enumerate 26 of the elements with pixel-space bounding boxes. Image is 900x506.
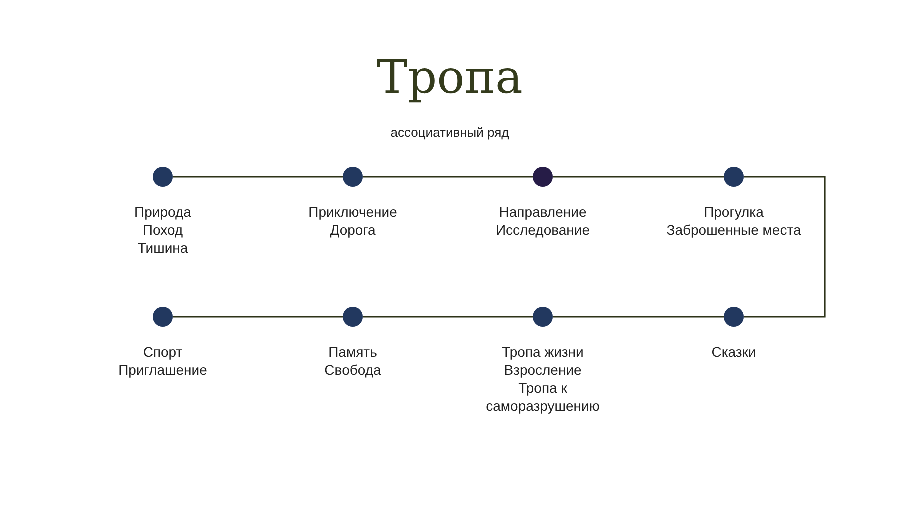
- point-label: Тишина: [138, 239, 188, 257]
- connector-line: [553, 176, 724, 178]
- point-label: Память: [328, 343, 378, 361]
- point-label: Поход: [142, 221, 184, 239]
- point-label: Приглашение: [118, 361, 208, 379]
- subtitle: ассоциативный ряд: [390, 125, 510, 140]
- point-label: Природа: [134, 203, 192, 221]
- point-label: Взросление: [504, 361, 582, 379]
- connector-line: [363, 176, 533, 178]
- point-label: Приключение: [308, 203, 398, 221]
- point-label: Направление: [499, 203, 587, 221]
- point-label: Тропа к саморазрушению: [485, 379, 601, 415]
- point-label: Заброшенные места: [666, 221, 802, 239]
- point-label: Тропа жизни: [502, 343, 584, 361]
- connector-line: [363, 316, 533, 318]
- title: Тропа: [377, 50, 523, 104]
- point-label: Свобода: [324, 361, 382, 379]
- connector-line: [173, 316, 343, 318]
- point-label: Сказки: [712, 343, 756, 361]
- point-label: Спорт: [143, 343, 183, 361]
- point-label: Исследование: [496, 221, 590, 239]
- connector-line: [173, 176, 343, 178]
- connector-line: [553, 316, 724, 318]
- point-label: Прогулка: [704, 203, 764, 221]
- connector-line: [744, 176, 826, 318]
- point-label: Дорога: [330, 221, 376, 239]
